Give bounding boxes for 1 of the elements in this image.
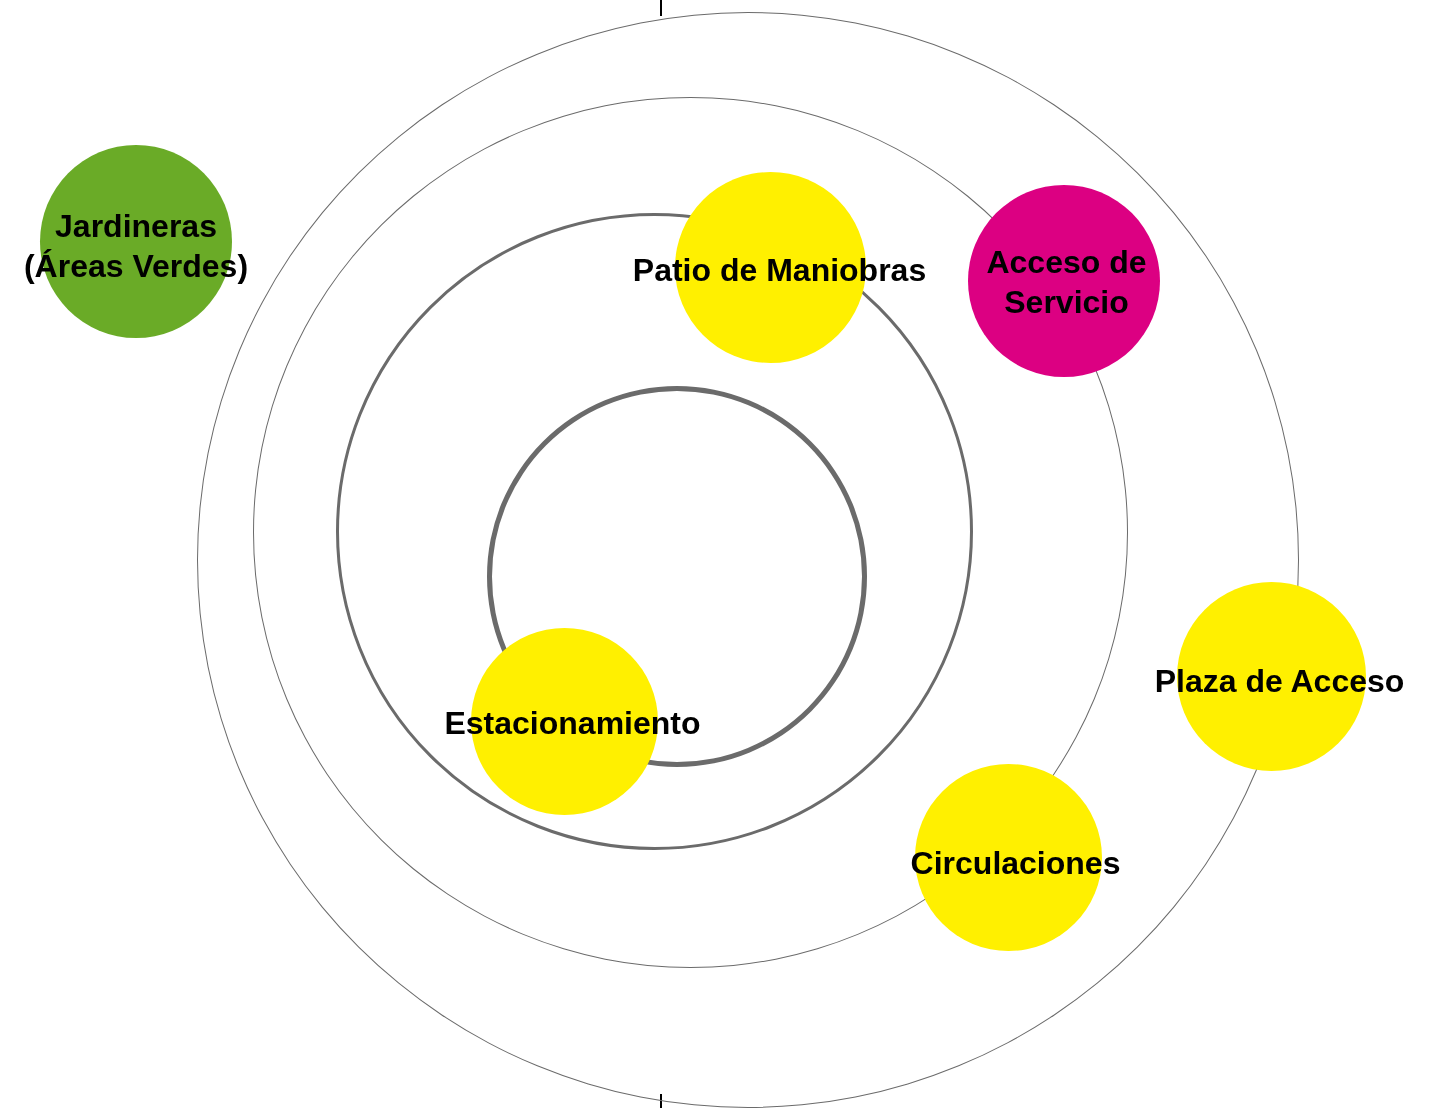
zone-label: Acceso de Servicio [985, 242, 1148, 322]
